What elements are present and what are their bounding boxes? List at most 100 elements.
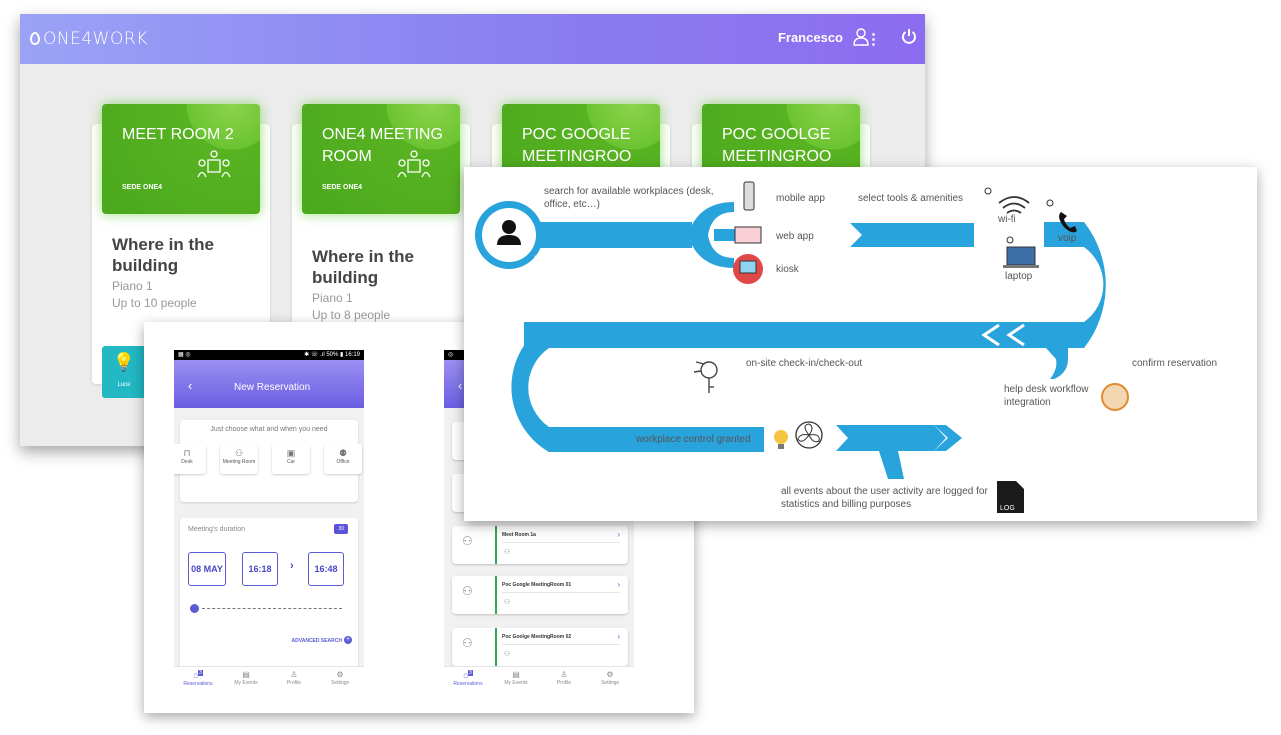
chevron-right-icon: ›: [617, 632, 620, 641]
room-floor: Piano 1: [312, 291, 353, 305]
events-step: all events about the user activity are l…: [781, 486, 988, 510]
office-icon: ⚉: [338, 448, 348, 458]
room-list-name: Meet Room 1a: [502, 532, 536, 538]
power-icon[interactable]: [901, 28, 917, 44]
confirm-step: confirm reservation: [1132, 358, 1218, 369]
room-card-header: MEET ROOM 2 SEDE ONE4: [102, 104, 260, 214]
gear-icon: ⚙: [606, 670, 614, 679]
kiosk-label: kiosk: [776, 264, 799, 275]
tab-settings[interactable]: ⚙Settings: [316, 670, 364, 686]
web-app-label: web app: [776, 231, 814, 242]
plus-icon[interactable]: +: [344, 636, 352, 644]
user-icon: ♙: [560, 670, 568, 679]
desk-icon: ⊓: [183, 448, 191, 458]
start-time-picker[interactable]: 16:18: [242, 552, 278, 586]
duration-card: Meeting's duration 30 08 MAY 16:18 › 16:…: [180, 518, 358, 678]
flow-path: [475, 181, 1129, 513]
meeting-room-icon: ⚇: [462, 534, 473, 548]
end-time-picker[interactable]: 16:48: [308, 552, 344, 586]
phone-header: ‹ New Reservation: [174, 360, 364, 408]
status-bar: ▦ ◎✱ ☏ .ıl 50% ▮ 16:19: [174, 350, 364, 360]
light-bulb-icon: 💡: [112, 352, 136, 372]
home-icon: ⌂3: [193, 670, 203, 680]
room-location: SEDE ONE4: [322, 184, 363, 191]
room-capacity: Up to 8 people: [312, 308, 391, 322]
tab-profile[interactable]: ♙Profile: [540, 670, 588, 686]
chevron-right-icon: ›: [617, 580, 620, 589]
tile-office[interactable]: ⚉Office: [324, 444, 362, 474]
user-label: User: [534, 254, 554, 264]
arrow-right-icon: ›: [290, 560, 294, 572]
tab-my-events[interactable]: ▤My Events: [222, 670, 270, 686]
wifi-label: wi-fi: [998, 214, 1016, 225]
phone-header: ‹: [444, 360, 464, 408]
app-logo[interactable]: ONE4WORK: [30, 29, 148, 49]
people-icon: ⚇: [504, 599, 511, 606]
pin-icon: [30, 32, 40, 45]
tab-my-events[interactable]: ▤My Events: [492, 670, 540, 686]
light-control-tile[interactable]: 💡 Luce: [102, 346, 146, 398]
meeting-room-icon: [397, 150, 431, 178]
meeting-room-icon: [197, 150, 231, 178]
search-step: search for available workplaces (desk, o…: [544, 186, 714, 210]
date-picker[interactable]: 08 MAY: [188, 552, 226, 586]
room-where-label: Where in the building: [112, 235, 215, 275]
tab-settings[interactable]: ⚙Settings: [586, 670, 634, 686]
duration-badge: 30: [334, 524, 348, 534]
room-list-item[interactable]: ⚇ Meet Room 1a › ⚇: [452, 526, 628, 564]
room-location: SEDE ONE4: [122, 184, 163, 191]
duration-slider-handle[interactable]: [190, 604, 199, 613]
screen-title: New Reservation: [234, 382, 311, 393]
room-name: ONE4 MEETING ROOM: [322, 126, 443, 165]
back-icon[interactable]: ‹: [188, 378, 193, 393]
room-name: POC GOOGLE MEETINGROO: [522, 126, 632, 165]
room-name: MEET ROOM 2: [122, 126, 234, 143]
car-icon: ▣: [286, 448, 296, 458]
phone-new-reservation: ▦ ◎✱ ☏ .ıl 50% ▮ 16:19 ‹ New Reservation…: [174, 350, 364, 690]
choose-text: Just choose what and when you need: [210, 426, 328, 433]
tile-meeting-room[interactable]: ⚇Meeting Room: [220, 444, 258, 474]
voip-label: voip: [1058, 233, 1077, 244]
room-floor: Piano 1: [112, 279, 153, 293]
tile-label: Luce: [117, 382, 131, 388]
room-capacity: Up to 10 people: [112, 296, 197, 310]
room-where-label: Where in the building: [312, 247, 415, 287]
advanced-search-link[interactable]: ADVANCED SEARCH: [291, 638, 342, 644]
more-menu-icon[interactable]: ⋮: [866, 31, 881, 48]
room-list-item[interactable]: ⚇ Poc Goolge MeetingRoom 02 › ⚇: [452, 628, 628, 666]
room-name: POC GOOLGE MEETINGROO: [722, 126, 832, 165]
log-file-icon: LOG: [1000, 505, 1015, 512]
meeting-room-icon: ⚇: [462, 584, 473, 598]
tab-profile[interactable]: ♙Profile: [270, 670, 318, 686]
people-icon: ⚇: [504, 651, 511, 658]
resource-type-card: Just choose what and when you need ⊓Desk…: [174, 420, 362, 502]
checkin-step: on-site check-in/check-out: [746, 358, 863, 369]
workflow-diagram: User search for available workplaces (de…: [464, 167, 1257, 521]
gear-icon: ⚙: [336, 670, 344, 679]
helpdesk-step: help desk workflow integration: [1004, 384, 1089, 408]
duration-label: Meeting's duration: [188, 526, 245, 533]
user-icon: ♙: [290, 670, 298, 679]
control-step: workplace control granted: [636, 434, 751, 445]
user-name[interactable]: Francesco: [777, 30, 843, 45]
room-card-header: ONE4 MEETING ROOM SEDE ONE4: [302, 104, 460, 214]
mobile-app-label: mobile app: [776, 193, 825, 204]
meeting-room-icon: ⚇: [462, 636, 473, 650]
calendar-icon: ▤: [512, 670, 520, 679]
room-list-item[interactable]: ⚇ Poc Google MeetingRoom 01 › ⚇: [452, 576, 628, 614]
tile-desk[interactable]: ⊓Desk: [174, 444, 206, 474]
back-icon[interactable]: ‹: [458, 378, 463, 393]
home-icon: ⌂3: [463, 670, 473, 680]
people-icon: ⚇: [504, 549, 511, 556]
room-list-name: Poc Goolge MeetingRoom 02: [502, 634, 572, 640]
user-icon[interactable]: [853, 28, 869, 46]
tile-car[interactable]: ▣Car: [272, 444, 310, 474]
duration-slider-track[interactable]: [202, 608, 342, 609]
room-list-name: Poc Google MeetingRoom 01: [502, 582, 572, 588]
meeting-room-icon: ⚇: [234, 448, 244, 458]
calendar-icon: ▤: [242, 670, 250, 679]
